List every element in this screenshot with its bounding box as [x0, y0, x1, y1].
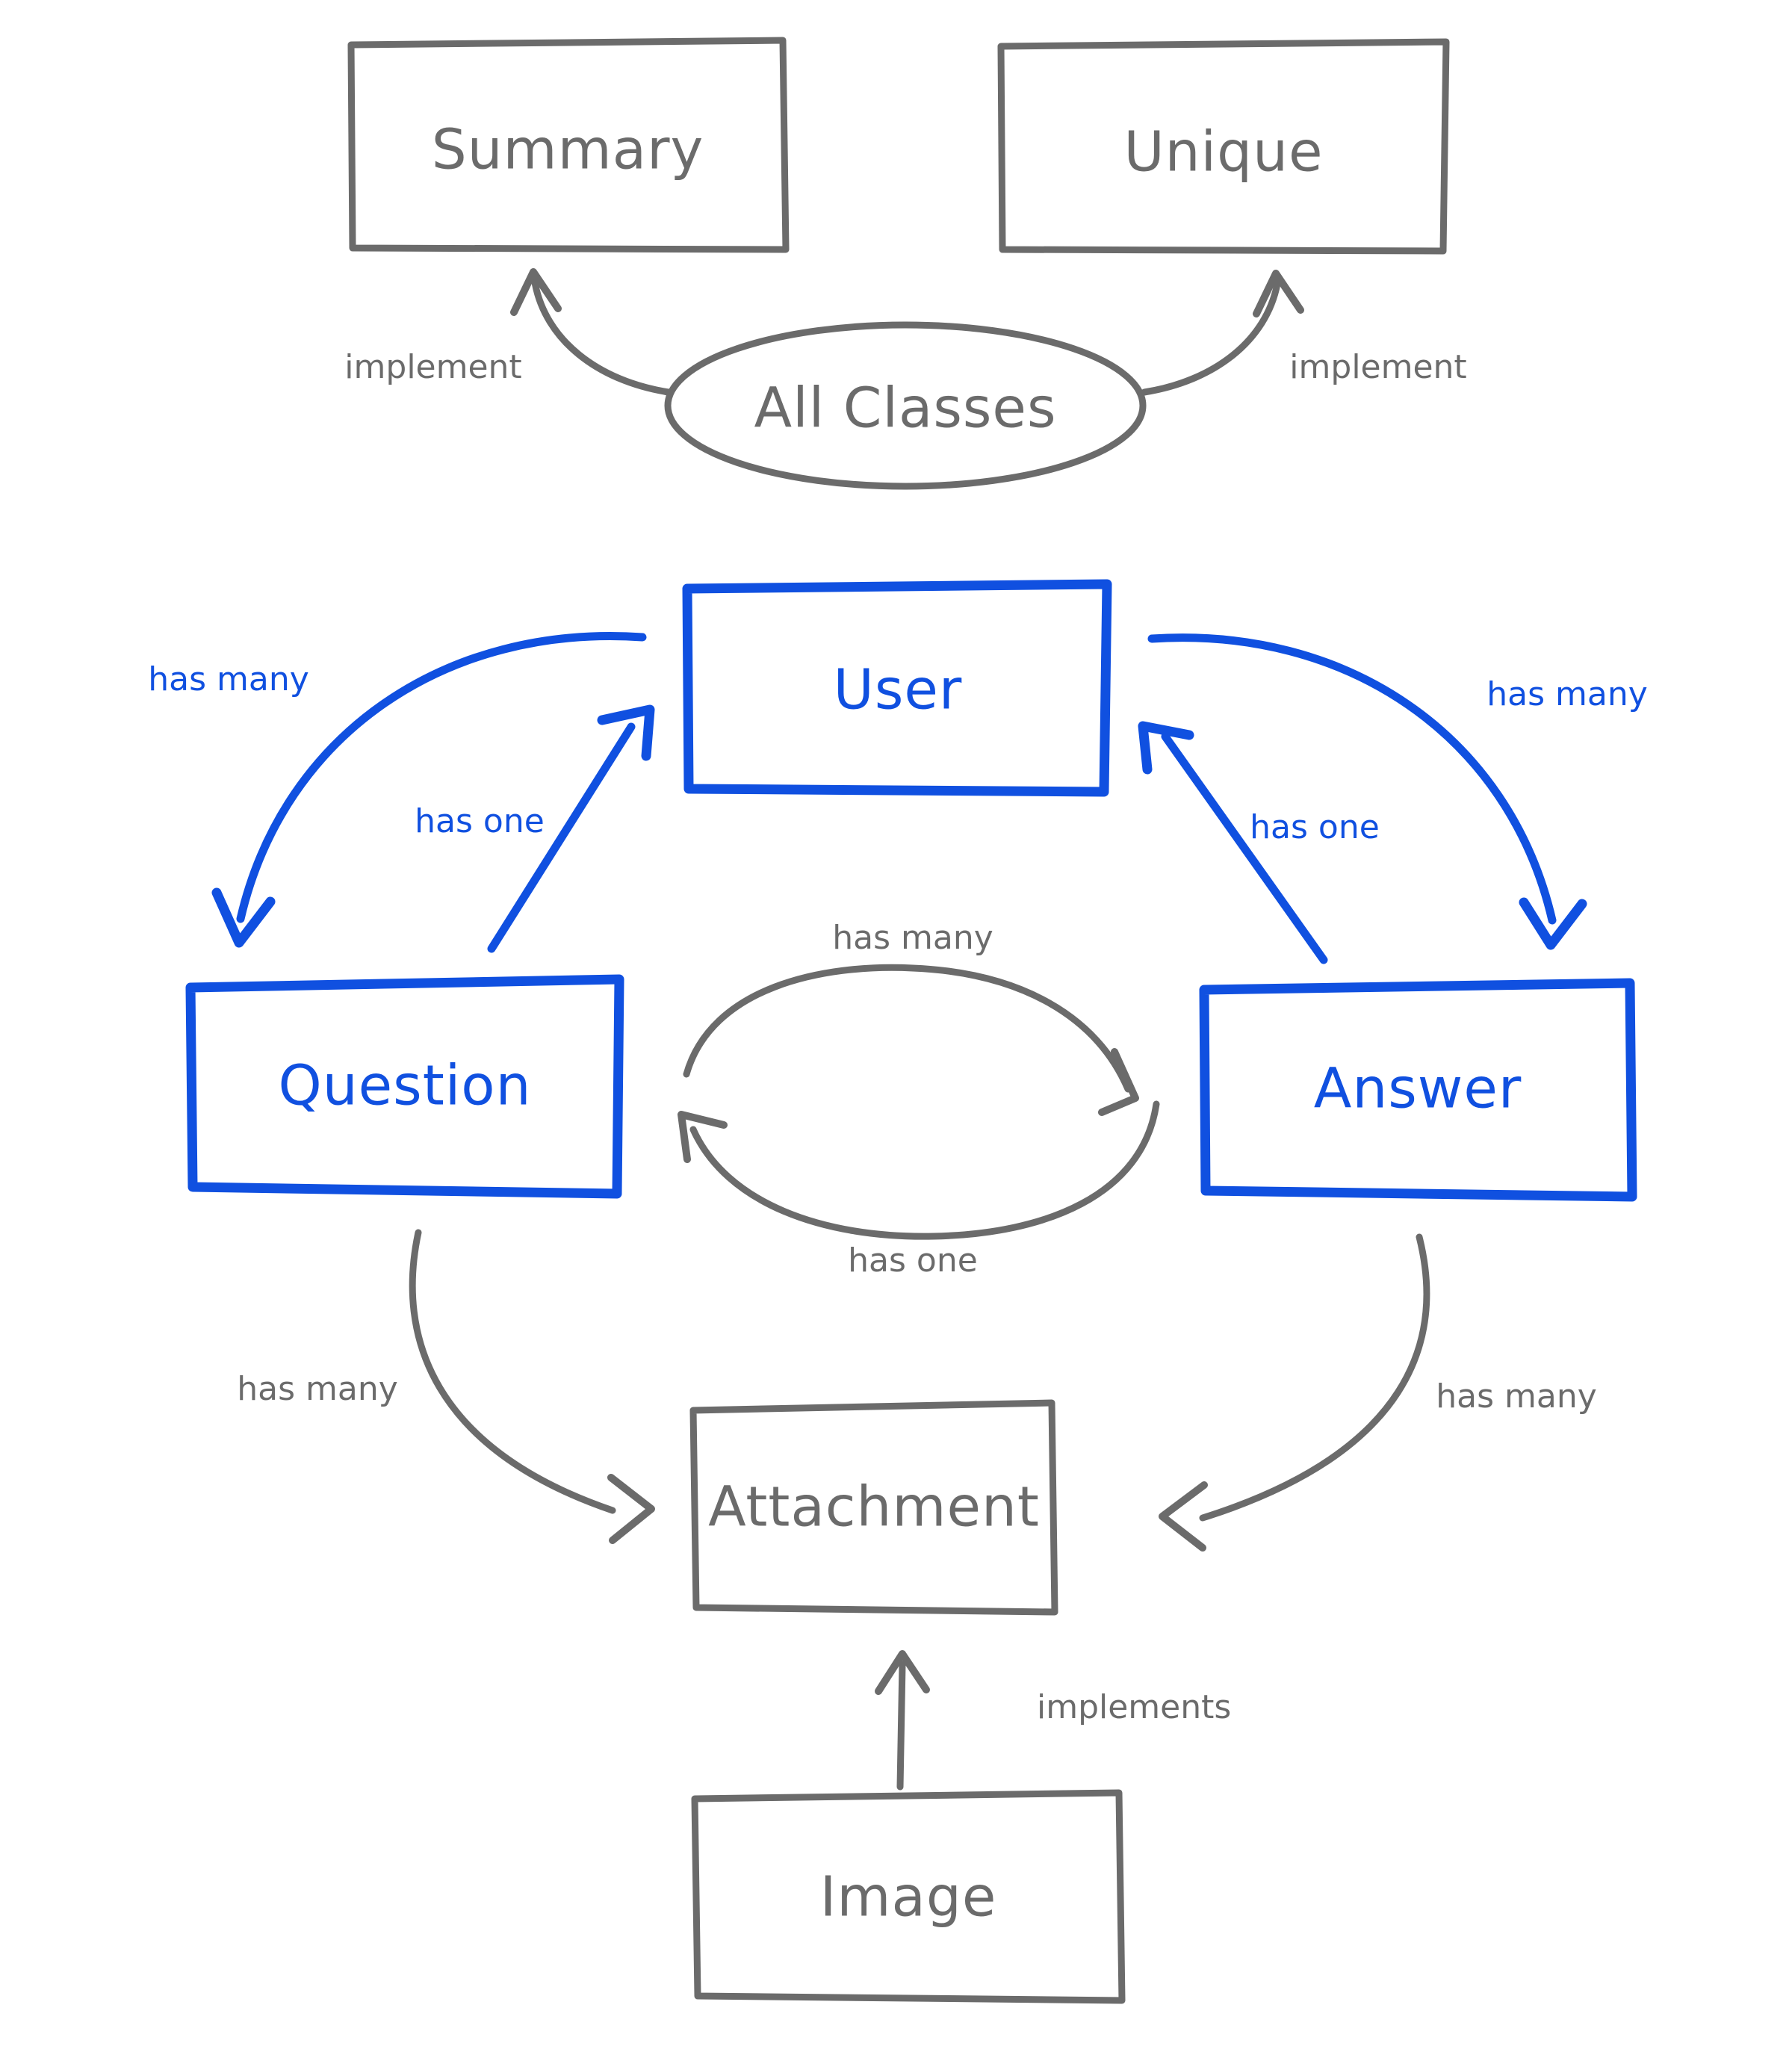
answer-box-outline	[1199, 978, 1637, 1202]
image-box-outline	[691, 1789, 1126, 2004]
allclasses-unique-arrowhead	[1253, 270, 1304, 317]
summary-box-outline	[347, 37, 790, 253]
attachment-label: Attachment	[708, 1475, 1040, 1540]
unique-label: Unique	[1123, 120, 1323, 185]
all-classes-label: All Classes	[754, 376, 1056, 441]
question-answer-many-line	[683, 964, 1132, 1093]
node-unique[interactable]: Unique	[997, 38, 1450, 255]
question-label: Question	[279, 1054, 532, 1118]
edge-label-implement-right: implement	[1289, 348, 1466, 386]
all-classes-ellipse-outline	[664, 321, 1147, 490]
answer-question-one-line	[689, 1100, 1160, 1240]
node-all-classes[interactable]: All Classes	[664, 321, 1147, 490]
edge-label-answer-attachment-many: has many	[1436, 1377, 1597, 1416]
answer-user-one-arrowhead	[1138, 721, 1194, 775]
edge-label-question-attachment-many: has many	[237, 1370, 398, 1408]
edge-label-user-question-many: has many	[148, 660, 309, 698]
edge-user-question-many: has many	[148, 632, 647, 948]
edge-label-answer-user-one: has one	[1250, 808, 1380, 846]
answer-attachment-arrowhead	[1159, 1481, 1208, 1552]
edge-question-answer-many: has many	[683, 919, 1139, 1116]
question-user-one-arrowhead	[597, 704, 655, 761]
user-box-outline	[682, 579, 1112, 797]
edge-label-user-answer-many: has many	[1486, 675, 1648, 713]
unique-box-outline	[997, 38, 1450, 255]
image-label: Image	[820, 1865, 997, 1929]
question-box-outline	[185, 974, 624, 1199]
answer-label: Answer	[1314, 1057, 1522, 1121]
answer-attachment-line	[1199, 1233, 1430, 1522]
edge-label-question-user-one: has one	[415, 802, 545, 840]
node-image[interactable]: Image	[691, 1789, 1126, 2004]
edge-question-attachment-many: has many	[237, 1229, 655, 1544]
user-label: User	[834, 658, 963, 722]
edge-user-answer-many: has many	[1147, 633, 1648, 950]
edge-allclasses-summary: implement	[344, 268, 672, 396]
question-answer-many-arrowhead	[1098, 1048, 1139, 1116]
node-summary[interactable]: Summary	[347, 37, 790, 253]
summary-label: Summary	[432, 118, 704, 182]
edge-question-user-one: has one	[415, 704, 655, 953]
user-question-many-line	[236, 632, 647, 923]
question-user-one-line	[487, 722, 636, 953]
edge-image-attachment: implements	[875, 1650, 1231, 1791]
user-answer-many-line	[1147, 633, 1557, 925]
node-attachment[interactable]: Attachment	[689, 1399, 1058, 1616]
edge-allclasses-unique: implement	[1141, 270, 1467, 396]
image-attachment-arrowhead	[875, 1650, 930, 1695]
node-answer[interactable]: Answer	[1199, 978, 1637, 1202]
image-attachment-line	[896, 1661, 906, 1791]
node-user[interactable]: User	[682, 579, 1112, 797]
edge-label-image-implements: implements	[1037, 1688, 1231, 1726]
question-attachment-arrowhead	[607, 1474, 655, 1544]
edge-label-qa-one: has one	[848, 1242, 978, 1280]
question-attachment-line	[409, 1229, 616, 1514]
edge-label-implement-left: implement	[344, 348, 521, 386]
attachment-box-outline	[689, 1399, 1058, 1616]
edge-answer-attachment-many: has many	[1159, 1233, 1597, 1552]
answer-user-one-line	[1161, 732, 1328, 964]
answer-question-one-arrowhead	[678, 1111, 728, 1163]
allclasses-unique-line	[1141, 280, 1281, 396]
allclasses-summary-arrowhead	[510, 268, 562, 316]
user-answer-many-arrowhead	[1519, 897, 1587, 950]
edge-answer-user-one: has one	[1138, 721, 1380, 964]
user-question-many-arrowhead	[211, 887, 276, 948]
edge-answer-question-one: has one	[678, 1100, 1160, 1280]
allclasses-summary-line	[531, 279, 672, 396]
edge-label-qa-many: has many	[832, 919, 993, 957]
node-question[interactable]: Question	[185, 974, 624, 1199]
